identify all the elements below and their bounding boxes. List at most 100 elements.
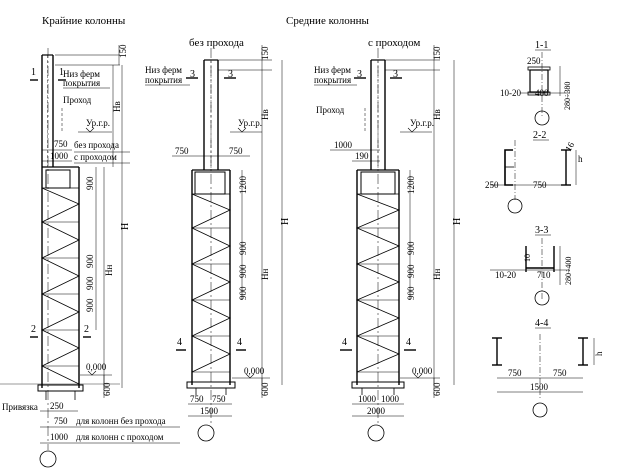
dim-edge-900-2: 900: [85, 254, 95, 268]
section-1-1-10-20: 10-20: [500, 88, 521, 98]
dim-wp-150: 150: [432, 46, 442, 60]
dim-edge-hv: Hв: [112, 101, 122, 112]
section-mark-3-right-a: 3: [228, 69, 233, 80]
section-1-1: 1-1 250 10-20 400 280÷380: [500, 40, 572, 126]
section-mark-2-right: 2: [84, 324, 89, 335]
section-4-4-title: 4-4: [535, 318, 548, 329]
dim-edge-900-1: 900: [85, 176, 95, 190]
section-4-4-750-left: 750: [508, 368, 522, 378]
section-2-2-250: 250: [485, 180, 499, 190]
section-mark-4-right-b: 4: [406, 337, 411, 348]
dim-wp-600: 600: [432, 382, 442, 396]
dim-wp-1200: 1200: [406, 176, 416, 195]
section-1-1-title: 1-1: [535, 40, 548, 51]
heading-middle-columns: Средние колонны: [286, 15, 369, 27]
dim-edge-900-4: 900: [85, 298, 95, 312]
label-crane-level-c: Ур.г.р.: [410, 118, 434, 128]
dim-binding-1000: 1000: [50, 432, 69, 442]
dim-wp-900-3: 900: [406, 286, 416, 300]
section-3-3-10: 10: [523, 254, 532, 262]
edge-column: 1 1 2 2 Низ ферм покрытия Проход Ур.г.р.…: [0, 44, 180, 468]
dim-wp-2000: 2000: [367, 406, 386, 416]
dim-edge-900-3: 900: [85, 276, 95, 290]
dim-edge-hn: Hн: [104, 265, 114, 276]
section-3-3-280-400: 280÷400: [564, 257, 573, 285]
section-3-3-title: 3-3: [535, 225, 548, 236]
label-truss-bottom-1-b: Низ ферм: [145, 65, 182, 75]
dim-np-1500: 1500: [200, 406, 219, 416]
label-passage-b: Проход: [316, 105, 345, 115]
label-no-pass-small: без прохода: [74, 140, 119, 150]
middle-column-no-pass: 3 3 4 4 Низ ферм покрытия Ур.г.р. 750 75…: [145, 45, 291, 442]
dim-wp-1000-bottom-right: 1000: [381, 394, 400, 404]
section-4-4: 4-4 h 750 750 1500: [492, 318, 604, 418]
heading-edge-columns: Крайние колонны: [42, 15, 126, 27]
heading-with-pass: с проходом: [368, 37, 420, 49]
section-mark-1-right: 1: [59, 67, 64, 78]
label-wp-zero: 0,000: [412, 366, 433, 376]
section-1-1-250: 250: [527, 56, 541, 66]
label-for-cols-with-pass: для колонн с проходом: [76, 432, 164, 442]
section-1-1-280-380: 280÷380: [563, 82, 572, 110]
section-4-4-1500: 1500: [530, 382, 549, 392]
dim-np-900-3: 900: [238, 286, 248, 300]
label-with-pass-small: с проходом: [74, 152, 117, 162]
dim-np-hv: Hв: [260, 109, 270, 120]
label-crane-level: Ур.г.р.: [86, 118, 110, 128]
dim-edge-750: 750: [54, 139, 68, 149]
section-mark-1-left: 1: [31, 67, 36, 78]
section-4-4-750-right: 750: [553, 368, 567, 378]
label-truss-bottom-2-b: покрытия: [145, 75, 182, 85]
section-mark-3-left-b: 3: [357, 69, 362, 80]
section-2-2-h: h: [578, 154, 583, 164]
section-mark-4-left-a: 4: [177, 337, 182, 348]
heading-no-pass: без прохода: [189, 37, 244, 49]
dim-np-600: 600: [260, 382, 270, 396]
dim-wp-900-1: 900: [406, 241, 416, 255]
section-4-4-h: h: [594, 351, 604, 356]
dim-edge-600: 600: [102, 382, 112, 396]
dim-wp-hn: Hн: [432, 269, 442, 280]
section-3-3: 3-3 10 10-20 710 280÷400: [490, 225, 573, 306]
dim-edge-150: 150: [118, 44, 128, 58]
section-2-2-750: 750: [533, 180, 547, 190]
dim-binding-250: 250: [50, 401, 64, 411]
dim-np-h: H: [280, 218, 291, 225]
dim-wp-h: H: [452, 218, 463, 225]
label-truss-bottom-2: покрытия: [63, 78, 100, 88]
label-for-cols-no-pass: для колонн без прохода: [76, 416, 166, 426]
dim-np-1200: 1200: [238, 176, 248, 195]
dim-wp-hv: Hв: [432, 109, 442, 120]
dim-wp-900-2: 900: [406, 264, 416, 278]
label-crane-level-b: Ур.г.р.: [238, 118, 262, 128]
label-truss-bottom-1-c: Низ ферм: [314, 65, 351, 75]
section-mark-4-left-b: 4: [342, 337, 347, 348]
label-edge-zero: 0,000: [86, 362, 107, 372]
dim-np-900-2: 900: [238, 264, 248, 278]
section-2-2: 2-2 16 h 250 750: [485, 130, 583, 214]
dim-wp-1000-bottom-left: 1000: [358, 394, 377, 404]
label-binding: Привязка: [2, 402, 38, 412]
label-passage: Проход: [63, 95, 92, 105]
label-truss-bottom-1: Низ ферм: [63, 69, 100, 79]
dim-wp-190: 190: [355, 151, 369, 161]
dim-wp-1000: 1000: [334, 140, 353, 150]
section-2-2-title: 2-2: [533, 130, 546, 141]
middle-column-with-pass: 3 3 4 4 Низ ферм покрытия Проход Ур.г.р.…: [314, 45, 463, 442]
dim-binding-750: 750: [54, 416, 68, 426]
label-np-zero: 0,000: [244, 366, 265, 376]
dim-np-750-bottom-right: 750: [212, 394, 226, 404]
dim-np-hn: Hн: [260, 269, 270, 280]
dim-np-150: 150: [260, 46, 270, 60]
section-3-3-710: 710: [537, 270, 551, 280]
section-3-3-10-20: 10-20: [495, 270, 516, 280]
dim-np-750-left: 750: [175, 146, 189, 156]
section-mark-4-right-a: 4: [237, 337, 242, 348]
section-mark-2-left: 2: [31, 324, 36, 335]
section-1-1-400: 400: [535, 88, 549, 98]
dim-edge-h: H: [120, 223, 131, 230]
dim-np-900-1: 900: [238, 241, 248, 255]
dim-edge-1000: 1000: [50, 151, 69, 161]
section-mark-3-right-b: 3: [393, 69, 398, 80]
